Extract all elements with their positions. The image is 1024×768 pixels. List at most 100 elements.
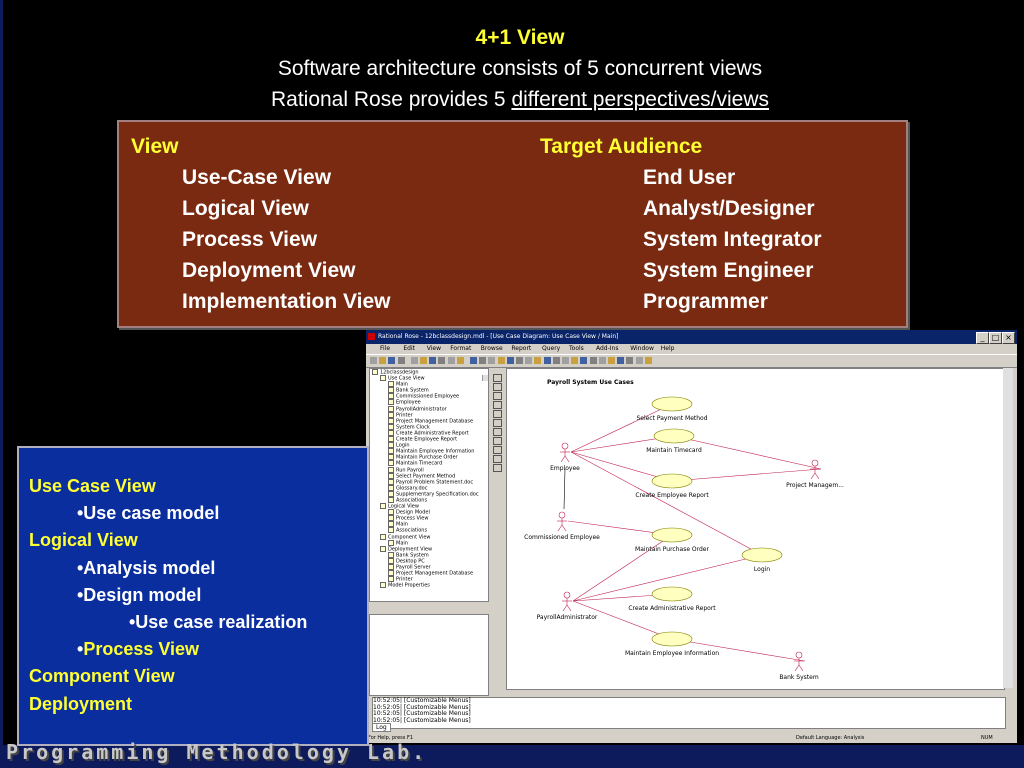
toolbar-button[interactable]	[429, 357, 437, 364]
menu-item[interactable]: Tools	[569, 345, 584, 352]
tree-item[interactable]: Component View	[370, 533, 488, 540]
tree-item[interactable]: Maintain Timecard	[370, 460, 488, 467]
toolbar-button[interactable]	[397, 357, 405, 364]
palette-tool[interactable]	[493, 383, 502, 391]
tree-item[interactable]: Glossary.doc	[370, 484, 488, 491]
tree-item[interactable]: Commissioned Employee	[370, 393, 488, 400]
toolbar-button[interactable]	[571, 357, 579, 364]
tree-item[interactable]: Associations	[370, 496, 488, 503]
documentation-pane[interactable]	[369, 614, 489, 696]
tree-item[interactable]: Payroll Server	[370, 564, 488, 571]
toolbar-button[interactable]	[447, 357, 455, 364]
toolbar-button[interactable]	[438, 357, 446, 364]
tree-node-icon	[388, 381, 394, 388]
tree-item[interactable]: 12bclassdesign	[370, 369, 488, 376]
maximize-icon[interactable]: □	[989, 332, 1002, 344]
tree-item[interactable]: Select Payment Method	[370, 472, 488, 479]
toolbar-button[interactable]	[589, 357, 597, 364]
toolbar-button[interactable]	[506, 357, 514, 364]
tree-item[interactable]: Model Properties	[370, 582, 488, 589]
tree-item[interactable]: Maintain Employee Information	[370, 448, 488, 455]
tree-item[interactable]: Main	[370, 539, 488, 546]
tree-item[interactable]: Associations	[370, 527, 488, 534]
tree-node-icon	[388, 448, 394, 455]
palette-tool[interactable]	[493, 410, 502, 418]
palette-tool[interactable]	[493, 392, 502, 400]
toolbar-button[interactable]	[626, 357, 634, 364]
tree-item[interactable]: PayrollAdministrator	[370, 405, 488, 412]
menu-item[interactable]: Query	[542, 345, 561, 352]
tree-item[interactable]: Create Employee Report	[370, 436, 488, 443]
close-icon[interactable]: ×	[1002, 332, 1015, 344]
tree-item[interactable]: Bank System	[370, 387, 488, 394]
tree-node-icon	[388, 387, 394, 394]
menu-item[interactable]: Browse	[480, 345, 503, 352]
tree-item[interactable]: Supplementary Specification.doc	[370, 490, 488, 497]
tree-item[interactable]: Use Case View	[370, 375, 488, 382]
toolbar-button[interactable]	[552, 357, 560, 364]
tree-item[interactable]: Maintain Purchase Order	[370, 454, 488, 461]
tree-item[interactable]: Main	[370, 381, 488, 388]
menu-item[interactable]: File	[380, 345, 391, 352]
toolbar-button[interactable]	[420, 357, 427, 364]
tree-item[interactable]: Process View	[370, 515, 488, 522]
toolbar-button[interactable]	[479, 357, 487, 364]
palette-tool[interactable]	[493, 401, 502, 409]
toolbar-button[interactable]	[470, 357, 477, 364]
menu-item[interactable]: Window	[630, 345, 654, 352]
tree-item[interactable]: Run Payroll	[370, 466, 488, 473]
menu-item[interactable]: Help	[660, 345, 675, 352]
toolbar-button[interactable]	[644, 357, 652, 364]
toolbar-button[interactable]	[456, 357, 464, 364]
palette-tool[interactable]	[493, 464, 502, 472]
tree-item[interactable]: Printer	[370, 411, 488, 418]
palette-tool[interactable]	[493, 446, 502, 454]
toolbar-button[interactable]	[388, 357, 396, 364]
tree-item[interactable]: Project Management Database	[370, 417, 488, 424]
toolbar-button[interactable]	[525, 357, 533, 364]
tree-item[interactable]: Login	[370, 442, 488, 449]
toolbar-button[interactable]	[543, 357, 551, 364]
toolbar-button[interactable]	[497, 357, 505, 364]
tree-item[interactable]: Main	[370, 521, 488, 528]
tree-item[interactable]: Printer	[370, 576, 488, 583]
toolbar-button[interactable]	[410, 357, 418, 364]
diagram-scrollbar[interactable]	[1003, 368, 1013, 688]
menu-item[interactable]: Report	[511, 345, 532, 352]
toolbar-button[interactable]	[516, 357, 523, 364]
menu-item[interactable]: View	[426, 345, 442, 352]
menu-item[interactable]: Add-Ins	[596, 345, 619, 352]
browser-scrollbar[interactable]	[482, 375, 488, 382]
tree-item[interactable]: System Clock	[370, 423, 488, 430]
tree-item[interactable]: Employee	[370, 399, 488, 406]
menu-item[interactable]: Format	[450, 345, 472, 352]
tree-item[interactable]: Payroll Problem Statement.doc	[370, 478, 488, 485]
tree-item[interactable]: Design Model	[370, 509, 488, 516]
palette-tool[interactable]	[493, 437, 502, 445]
toolbar-button[interactable]	[534, 357, 542, 364]
palette-tool[interactable]	[493, 428, 502, 436]
palette-tool[interactable]	[493, 374, 502, 382]
toolbar-button[interactable]	[488, 357, 496, 364]
tree-item[interactable]: Create Administrative Report	[370, 429, 488, 436]
palette-tool[interactable]	[493, 455, 502, 463]
toolbar-button[interactable]	[580, 357, 588, 364]
toolbar-button[interactable]	[598, 357, 606, 364]
toolbar-button[interactable]	[635, 357, 643, 364]
toolbar-button[interactable]	[562, 357, 569, 364]
tree-item[interactable]: Logical View	[370, 503, 488, 510]
toolbar-button[interactable]	[608, 357, 615, 364]
palette-tool[interactable]	[493, 419, 502, 427]
tree-item[interactable]: Deployment View	[370, 545, 488, 552]
menu-item[interactable]: Edit	[403, 345, 416, 352]
tree-item[interactable]: Bank System	[370, 551, 488, 558]
toolbar-button[interactable]	[370, 357, 377, 364]
tree-item[interactable]: Project Management Database	[370, 570, 488, 577]
toolbar-button[interactable]	[617, 357, 625, 364]
log-tab[interactable]: Log	[372, 723, 391, 732]
toolbar-button[interactable]	[379, 357, 387, 364]
minimize-icon[interactable]: _	[976, 332, 989, 344]
tree-item[interactable]: Desktop PC	[370, 557, 488, 564]
